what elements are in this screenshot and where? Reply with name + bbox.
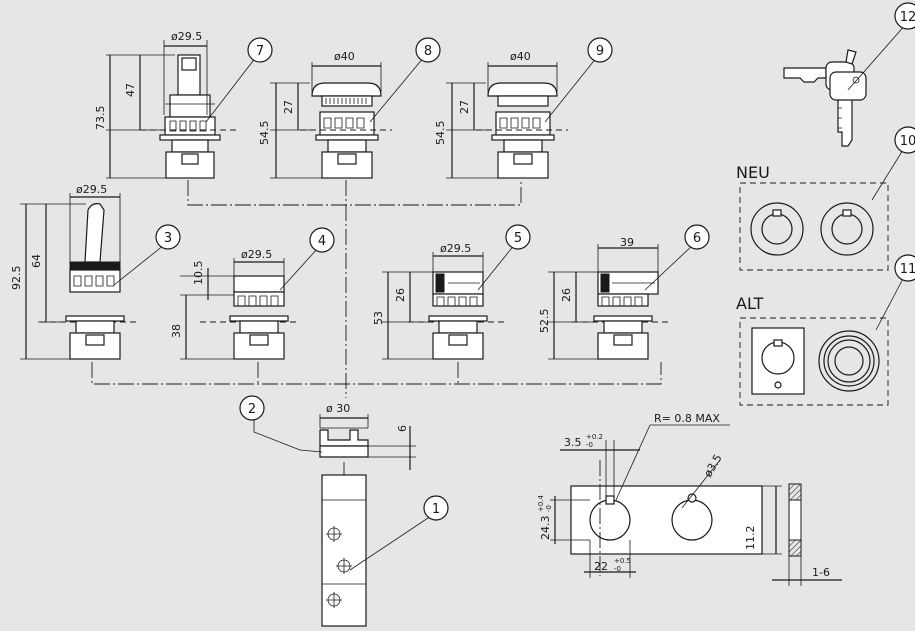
mushroom-button-drawing xyxy=(270,62,392,179)
callout-10: 10 xyxy=(894,126,915,154)
dim-hole-width: 22 xyxy=(594,560,608,573)
dim-7-height-upper: 47 xyxy=(124,83,137,97)
dim-slot-tol-lower: -0 xyxy=(586,441,593,449)
alt-frame xyxy=(739,317,889,406)
cap-drawing xyxy=(319,414,416,470)
mushroom-button-2-drawing xyxy=(446,62,568,179)
dim-hole-height: 24.3 xyxy=(539,516,552,541)
section-neu-label: NEU xyxy=(736,163,770,182)
dim-hole-height-tol-lower: -0 xyxy=(545,505,553,512)
dim-6-height-upper: 26 xyxy=(560,288,573,302)
dim-9-height-total: 54.5 xyxy=(434,121,447,146)
leader-lines xyxy=(113,23,907,571)
callout-5: 5 xyxy=(505,224,531,250)
dim-hole-width-tol: +0.5 xyxy=(614,557,631,565)
svg-text:8: 8 xyxy=(424,44,432,59)
dim-2-diameter: ø 30 xyxy=(326,402,350,415)
callout-3: 3 xyxy=(155,224,181,250)
dim-6-height-total: 52.5 xyxy=(538,309,551,334)
dim-6-width: 39 xyxy=(620,236,634,249)
dim-4-diameter: ø29.5 xyxy=(241,248,272,261)
svg-text:11: 11 xyxy=(900,262,915,277)
contact-block-drawing xyxy=(321,462,367,627)
dim-radius: R= 0.8 MAX xyxy=(654,412,720,425)
svg-text:1: 1 xyxy=(432,502,440,517)
dim-3-height-total: 92.5 xyxy=(10,266,23,291)
dim-hole-width-tol-lower: -0 xyxy=(614,565,621,573)
svg-text:6: 6 xyxy=(693,231,701,246)
dim-5-height-upper: 26 xyxy=(394,288,407,302)
dim-3-height-upper: 64 xyxy=(30,254,43,268)
dim-3-diameter: ø29.5 xyxy=(76,183,107,196)
callout-12: 12 xyxy=(894,2,915,30)
section-alt-label: ALT xyxy=(736,294,764,313)
dim-2-height: 6 xyxy=(396,425,409,432)
callout-7: 7 xyxy=(247,37,273,63)
dim-4-height-total: 38 xyxy=(170,324,183,338)
dim-hole-height-tol: +0.4 xyxy=(537,494,545,512)
dim-8-height-total: 54.5 xyxy=(258,121,271,146)
dim-9-diameter: ø40 xyxy=(510,50,531,63)
dim-9-height-upper: 27 xyxy=(458,100,471,114)
connection-lines xyxy=(91,180,662,398)
svg-text:9: 9 xyxy=(596,44,604,59)
callout-4: 4 xyxy=(309,227,335,253)
svg-text:10: 10 xyxy=(900,134,915,149)
dim-7-diameter: ø29.5 xyxy=(171,30,202,43)
svg-text:7: 7 xyxy=(256,44,264,59)
svg-text:12: 12 xyxy=(900,10,915,25)
panel-section-drawing xyxy=(772,483,842,586)
neu-frame xyxy=(739,182,889,271)
callout-6: 6 xyxy=(684,224,710,250)
dim-slot-tol: +0.2 xyxy=(586,433,603,441)
dim-5-height-total: 53 xyxy=(372,311,385,325)
callout-9: 9 xyxy=(587,37,613,63)
svg-text:3: 3 xyxy=(164,231,172,246)
dim-slot: 3.5 xyxy=(564,436,582,449)
dim-small-hole: ø3.5 xyxy=(701,452,724,479)
flush-button-drawing xyxy=(180,258,300,360)
callout-8: 8 xyxy=(415,37,441,63)
dim-4-height-upper: 10.5 xyxy=(192,261,205,286)
square-button-drawing xyxy=(548,244,670,360)
callout-11: 11 xyxy=(894,254,915,282)
dim-5-diameter: ø29.5 xyxy=(440,242,471,255)
svg-text:4: 4 xyxy=(318,234,326,249)
callout-1: 1 xyxy=(423,495,449,521)
svg-text:2: 2 xyxy=(248,402,256,417)
dim-thickness: 1-6 xyxy=(812,566,830,579)
toggle-lever-drawing xyxy=(20,193,140,360)
dim-plate-height: 11.2 xyxy=(744,526,757,551)
keys-drawing xyxy=(783,49,867,147)
dim-8-diameter: ø40 xyxy=(334,50,355,63)
dim-8-height-upper: 27 xyxy=(282,100,295,114)
svg-text:5: 5 xyxy=(514,231,522,246)
callout-2: 2 xyxy=(239,395,265,421)
panel-cutout-drawing xyxy=(550,424,782,578)
key-switch-drawing xyxy=(106,40,238,179)
dim-7-height-total: 73.5 xyxy=(94,106,107,131)
illuminated-button-drawing xyxy=(382,252,505,360)
